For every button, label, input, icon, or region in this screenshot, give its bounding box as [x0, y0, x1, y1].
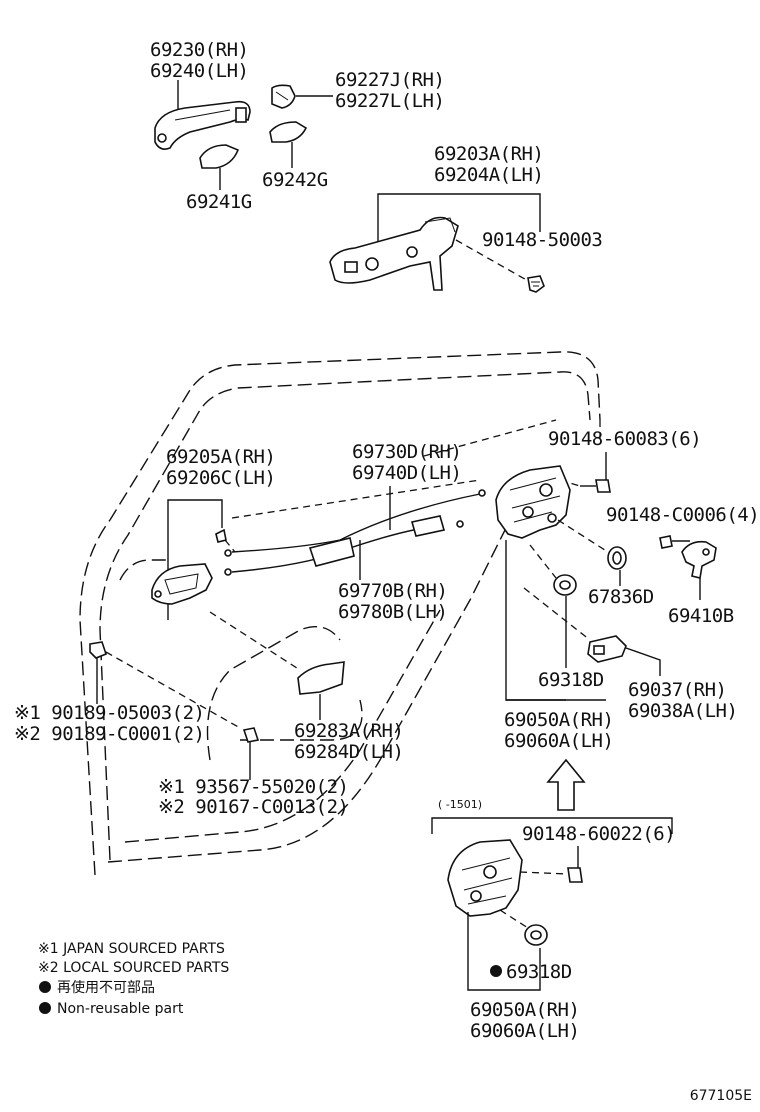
screw-lock-upper-part — [580, 479, 611, 493]
screw-striker-part — [659, 535, 690, 549]
up-arrow — [546, 758, 586, 811]
label-screw-bottom-1: ※1 93567-55020(2) — [158, 776, 348, 798]
outer-handle-part — [154, 100, 251, 150]
screw-lock-lower-part — [519, 867, 583, 883]
leader-lock-assy-lower — [467, 912, 541, 991]
label-lock-switch-lh: 69038A(LH) — [628, 700, 737, 722]
label-striker: 69410B — [668, 605, 734, 627]
leader-inner-handle-dash — [224, 539, 236, 553]
label-screw-lock-lower: 90148-60022(6) — [522, 823, 675, 845]
leader-lock-switch — [625, 647, 661, 676]
label-period: ( -1501) — [438, 798, 482, 811]
frame-part — [329, 216, 459, 291]
door-cable-dash — [231, 479, 481, 519]
lock-assembly-part — [495, 465, 571, 539]
leader-clip-dash — [105, 651, 241, 729]
label-pad-241: 69241G — [186, 191, 252, 213]
door-outline — [79, 351, 601, 876]
label-cable-lower-lh: 69780B(LH) — [338, 601, 447, 623]
label-frame-rh: 69203A(RH) — [434, 143, 543, 165]
washer-lower-part — [524, 924, 548, 946]
lock-switch-part — [587, 635, 627, 663]
label-outer-handle-lh: 69240(LH) — [150, 60, 248, 82]
label-lock-assy-lh: 69060A(LH) — [504, 730, 613, 752]
legend-dot-jp — [39, 981, 51, 993]
inner-handle-part — [151, 563, 213, 605]
leader-washer-lower-dash — [499, 909, 529, 929]
label-clip-left-2: ※2 90189-C0001(2) — [14, 723, 204, 745]
leader-bracket-dash — [209, 611, 301, 671]
figure-id: 677105E — [690, 1088, 752, 1104]
washer-part — [553, 574, 577, 596]
legend-japan: ※1 JAPAN SOURCED PARTS — [38, 941, 225, 957]
bracket-part — [297, 661, 345, 695]
label-lock-switch-rh: 69037(RH) — [628, 679, 726, 701]
label-cable-lower-rh: 69770B(RH) — [338, 580, 447, 602]
period-bracket — [431, 817, 673, 834]
door-cable-dash-2 — [423, 419, 557, 457]
leader-seal-dash — [557, 519, 609, 553]
label-lock-assy-rh: 69050A(RH) — [504, 709, 613, 731]
label-screw-lock-upper: 90148-60083(6) — [548, 428, 701, 450]
striker-part — [681, 540, 717, 579]
label-handle-cover-rh: 69227J(RH) — [335, 69, 444, 91]
label-screw-striker: 90148-C0006(4) — [606, 504, 759, 526]
label-clip-left-1: ※1 90189-05003(2) — [14, 702, 204, 724]
label-inner-handle-rh: 69205A(RH) — [166, 446, 275, 468]
label-seal-ring: 67836D — [588, 586, 654, 608]
leader-washer-dash — [529, 544, 557, 579]
leader-switch-dash — [523, 587, 591, 641]
legend-nonreusable-jp: 再使用不可部品 — [57, 979, 155, 996]
seal-ring-part — [607, 546, 627, 570]
screw-bottom-part — [242, 727, 260, 743]
label-screw-frame: 90148-50003 — [482, 229, 602, 251]
label-pad-242: 69242G — [262, 169, 328, 191]
leader-frame-screw — [455, 239, 531, 283]
legend-dot-en — [39, 1002, 51, 1014]
label-bracket-lh: 69284D(LH) — [294, 741, 403, 763]
lock-assembly-lower-part — [447, 839, 523, 917]
label-washer-nonreusable: 69318D — [506, 961, 572, 983]
cable-assembly-part — [224, 489, 486, 576]
pad-242-part — [269, 121, 308, 143]
legend-nonreusable-en: Non-reusable part — [57, 1001, 184, 1017]
label-lock-assy-lower-rh: 69050A(RH) — [470, 999, 579, 1021]
label-bracket-rh: 69283A(RH) — [294, 720, 403, 742]
inner-handle-clip — [215, 528, 227, 543]
handle-cover-part — [271, 84, 296, 109]
label-frame-lh: 69204A(LH) — [434, 164, 543, 186]
label-handle-cover-lh: 69227L(LH) — [335, 90, 444, 112]
label-screw-bottom-2: ※2 90167-C0013(2) — [158, 796, 348, 818]
non-reusable-marker — [490, 965, 502, 977]
leader-inner-handle — [167, 499, 223, 620]
label-washer: 69318D — [538, 669, 604, 691]
legend: ※1 JAPAN SOURCED PARTS ※2 LOCAL SOURCED … — [38, 941, 229, 1017]
label-outer-handle-rh: 69230(RH) — [150, 39, 248, 61]
clip-left-part — [89, 641, 107, 659]
pad-241-part — [199, 144, 240, 169]
label-cable-upper-lh: 69740D(LH) — [352, 462, 461, 484]
leader-frame-bracket — [377, 193, 541, 246]
label-inner-handle-lh: 69206C(LH) — [166, 467, 275, 489]
label-cable-upper-rh: 69730D(RH) — [352, 441, 461, 463]
label-lock-assy-lower-lh: 69060A(LH) — [470, 1020, 579, 1042]
screw-frame-part — [527, 275, 545, 293]
legend-local: ※2 LOCAL SOURCED PARTS — [38, 960, 229, 976]
